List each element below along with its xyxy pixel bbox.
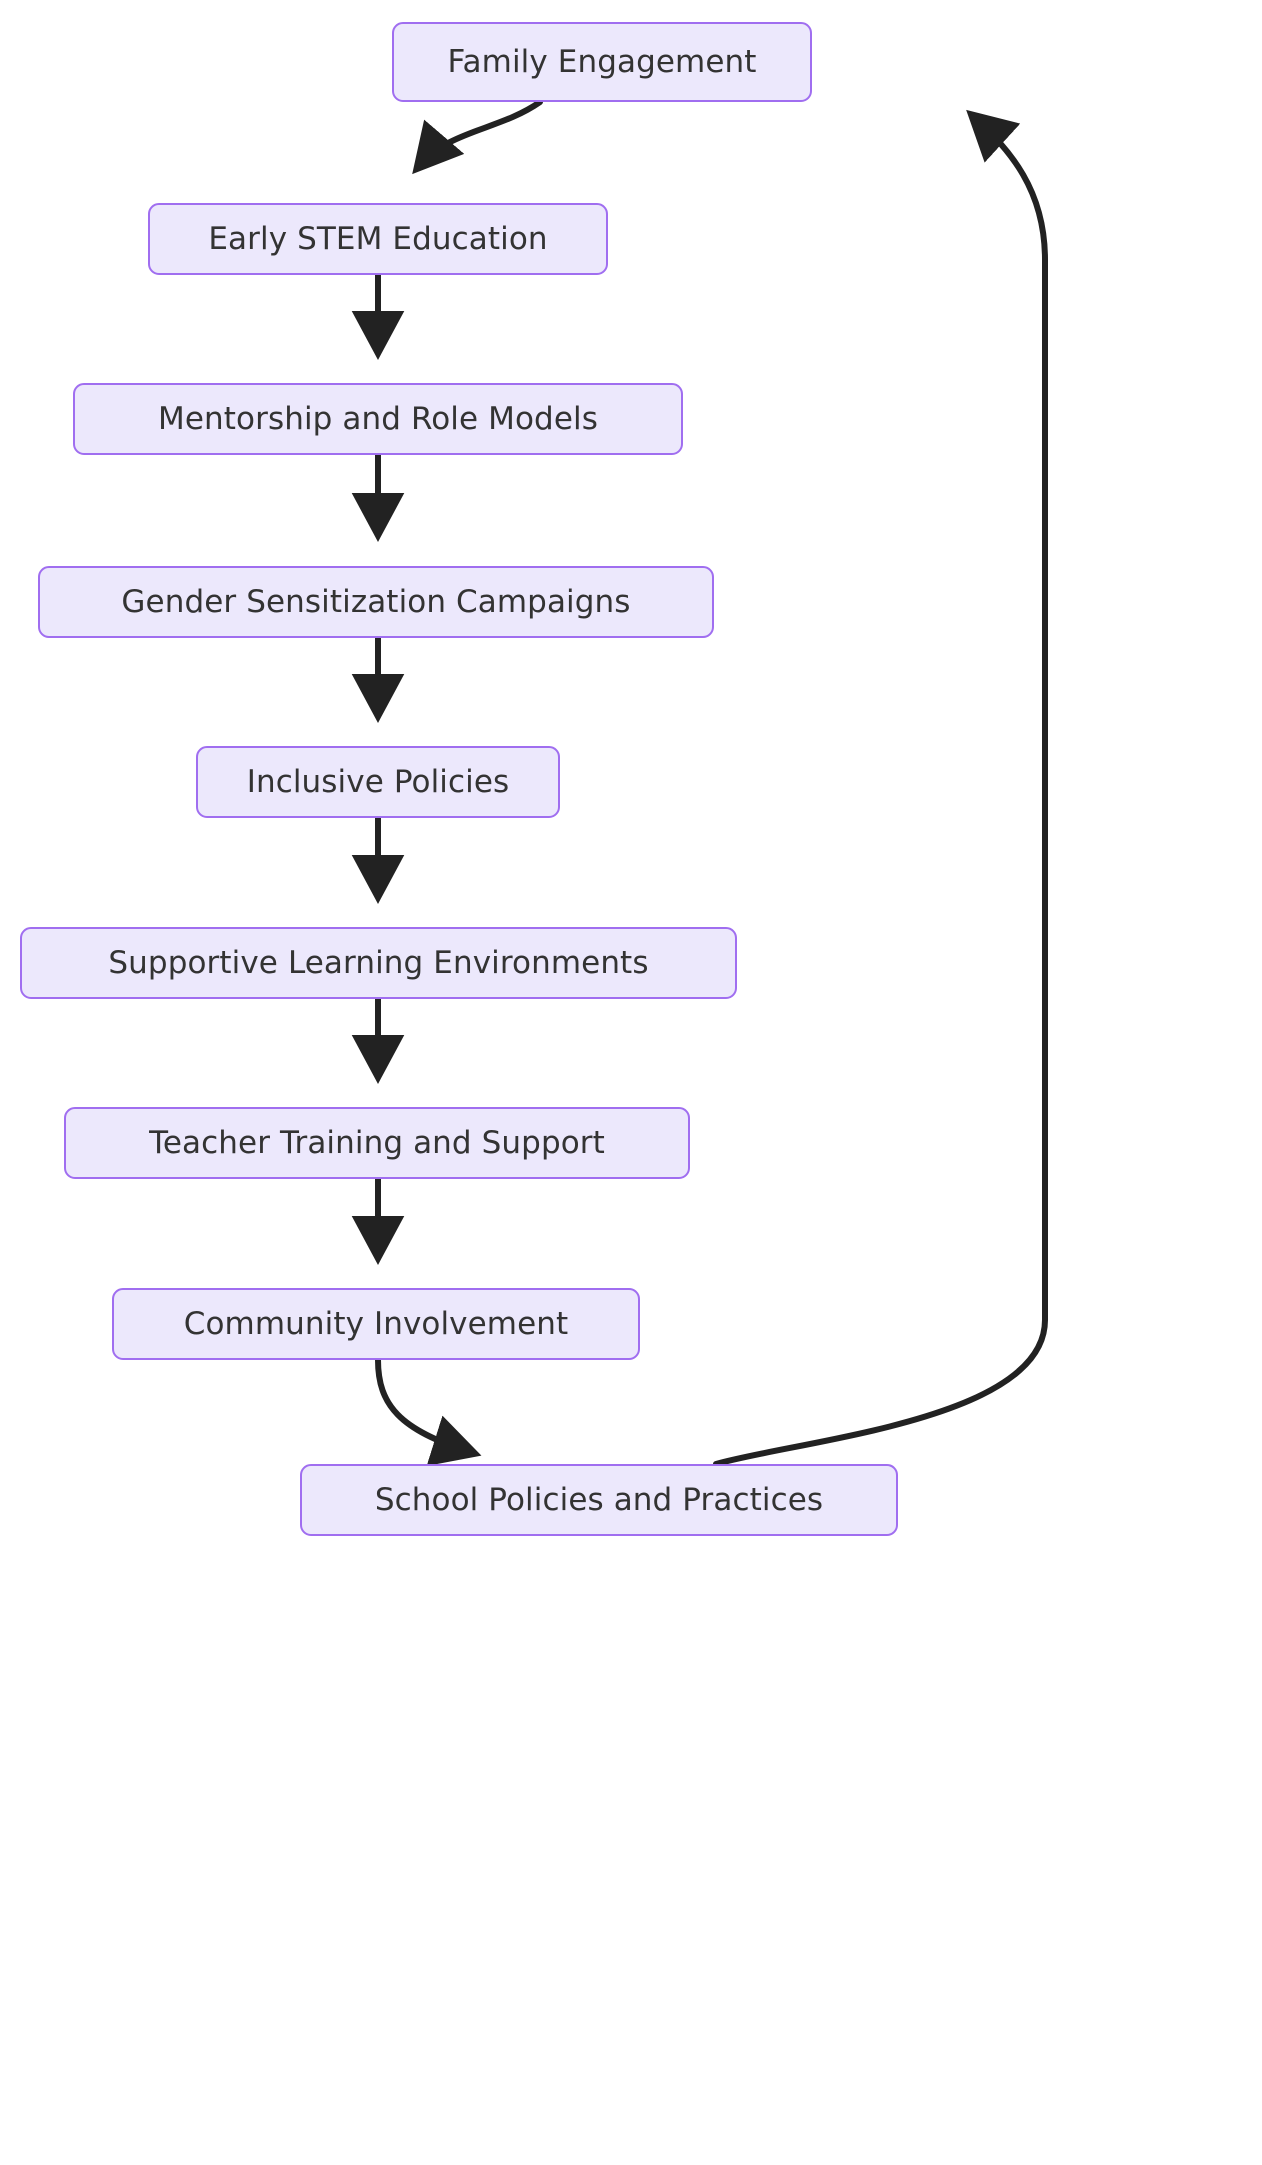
edge-school-policies-and-practices-to-family-engagement [713, 109, 1048, 1467]
node-label: School Policies and Practices [374, 1481, 824, 1518]
node-inclusive-policies[interactable]: Inclusive Policies [196, 746, 560, 818]
node-label: Teacher Training and Support [149, 1124, 605, 1161]
node-label: Family Engagement [447, 43, 757, 80]
edge-family-engagement-to-early-stem-education [412, 99, 543, 175]
node-mentorship-and-role-models[interactable]: Mentorship and Role Models [73, 383, 683, 455]
node-label: Mentorship and Role Models [158, 400, 598, 437]
node-gender-sensitization-campaigns[interactable]: Gender Sensitization Campaigns [38, 566, 714, 638]
node-label: Inclusive Policies [246, 763, 510, 800]
node-school-policies-and-practices[interactable]: School Policies and Practices [300, 1464, 898, 1536]
node-teacher-training-and-support[interactable]: Teacher Training and Support [64, 1107, 690, 1179]
node-label: Gender Sensitization Campaigns [121, 583, 631, 620]
node-family-engagement[interactable]: Family Engagement [392, 22, 812, 102]
node-label: Early STEM Education [208, 220, 548, 257]
node-supportive-learning-environments[interactable]: Supportive Learning Environments [20, 927, 737, 999]
node-community-involvement[interactable]: Community Involvement [112, 1288, 640, 1360]
node-label: Community Involvement [183, 1305, 569, 1342]
edge-community-involvement-to-school-policies-and-practices [375, 1357, 482, 1467]
node-label: Supportive Learning Environments [108, 944, 649, 981]
node-early-stem-education[interactable]: Early STEM Education [148, 203, 608, 275]
